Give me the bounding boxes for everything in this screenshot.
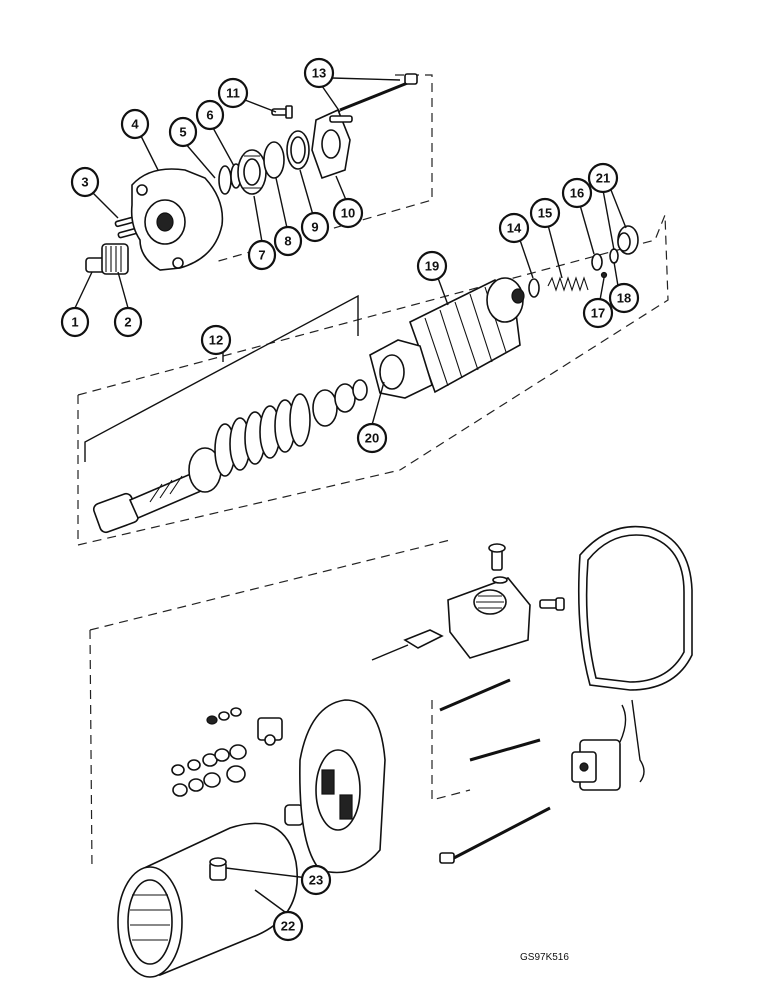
callout-6: 6 <box>195 99 225 131</box>
callout-10-label: 10 <box>341 206 355 221</box>
callout-15-label: 15 <box>538 206 552 221</box>
callout-8-label: 8 <box>284 234 291 249</box>
figure-reference-code: GS97K516 <box>520 952 569 963</box>
callout-1-label: 1 <box>71 315 78 330</box>
callout-16: 16 <box>561 177 593 209</box>
field-frame <box>117 822 298 978</box>
nut-washer-stack <box>171 707 247 797</box>
callout-2: 2 <box>113 306 143 338</box>
drive-shaft-assembly <box>92 379 368 534</box>
callout-23: 23 <box>300 864 332 896</box>
callout-23-label: 23 <box>309 873 323 888</box>
callout-17: 17 <box>582 297 614 329</box>
bearing-cover-plate <box>311 108 351 180</box>
callout-22-label: 22 <box>281 919 295 934</box>
callout-9-label: 9 <box>311 220 318 235</box>
callout-8: 8 <box>273 225 303 257</box>
callout-20: 20 <box>356 422 388 454</box>
terminal-lead <box>371 629 444 661</box>
callout-15: 15 <box>529 197 561 229</box>
callout-5: 5 <box>168 116 198 148</box>
callout-7: 7 <box>247 239 277 271</box>
solenoid-cover <box>577 525 693 691</box>
callout-14: 14 <box>498 212 530 244</box>
end-cap <box>617 225 639 255</box>
callout-16-label: 16 <box>570 186 584 201</box>
terminal-stud <box>209 857 227 881</box>
pinion-gear <box>85 243 129 275</box>
callout-13-label: 13 <box>312 66 326 81</box>
callout-11-label: 11 <box>226 86 240 101</box>
ball-bearing <box>237 149 267 195</box>
callout-4-label: 4 <box>131 117 139 132</box>
spacer-ring <box>286 130 310 170</box>
solenoid-bracket <box>447 543 531 659</box>
screw <box>271 105 293 119</box>
bushing <box>284 804 304 826</box>
callout-5-label: 5 <box>179 125 186 140</box>
callout-20-label: 20 <box>365 431 379 446</box>
callout-18: 18 <box>608 282 640 314</box>
callout-17-label: 17 <box>591 306 605 321</box>
callout-11: 11 <box>217 77 249 109</box>
callout-18-label: 18 <box>617 291 631 306</box>
washer <box>218 165 232 195</box>
spring-seat <box>591 253 603 271</box>
seal <box>609 248 619 264</box>
small-bolt <box>539 597 565 611</box>
callout-1: 1 <box>60 306 90 338</box>
solenoid-switch <box>571 699 645 791</box>
snap-ring <box>528 278 540 298</box>
callout-13: 13 <box>303 57 335 89</box>
callout-2-label: 2 <box>124 315 131 330</box>
compression-spring <box>547 276 589 292</box>
long-bolt <box>439 678 551 864</box>
ball <box>600 271 608 279</box>
callout-19: 19 <box>416 250 448 282</box>
spring-stack <box>214 393 311 477</box>
drive-end-housing-group <box>85 73 418 275</box>
callout-10: 10 <box>332 197 364 229</box>
brush-holder <box>257 717 283 746</box>
callout-3-label: 3 <box>81 175 88 190</box>
callout-9: 9 <box>300 211 330 243</box>
armature <box>369 277 525 399</box>
callout-7-label: 7 <box>258 248 265 263</box>
drive-end-housing <box>130 168 224 271</box>
commutator-end-group <box>528 225 639 298</box>
callout-14-label: 14 <box>507 221 522 236</box>
callout-12: 12 <box>200 324 232 356</box>
callout-4: 4 <box>120 108 150 140</box>
callout-6-label: 6 <box>206 108 213 123</box>
through-bolt <box>329 73 418 123</box>
field-frame-group <box>117 525 693 978</box>
callout-12-label: 12 <box>209 333 223 348</box>
callout-22: 22 <box>272 910 304 942</box>
callouts: 1 2 3 4 5 6 7 8 9 10 11 12 13 14 15 16 1… <box>60 57 640 942</box>
callout-21-label: 21 <box>596 171 610 186</box>
callout-19-label: 19 <box>425 259 439 274</box>
retaining-ring <box>263 141 285 179</box>
callout-21: 21 <box>587 162 619 194</box>
commutator-end-frame <box>299 699 386 874</box>
callout-3: 3 <box>70 166 100 198</box>
